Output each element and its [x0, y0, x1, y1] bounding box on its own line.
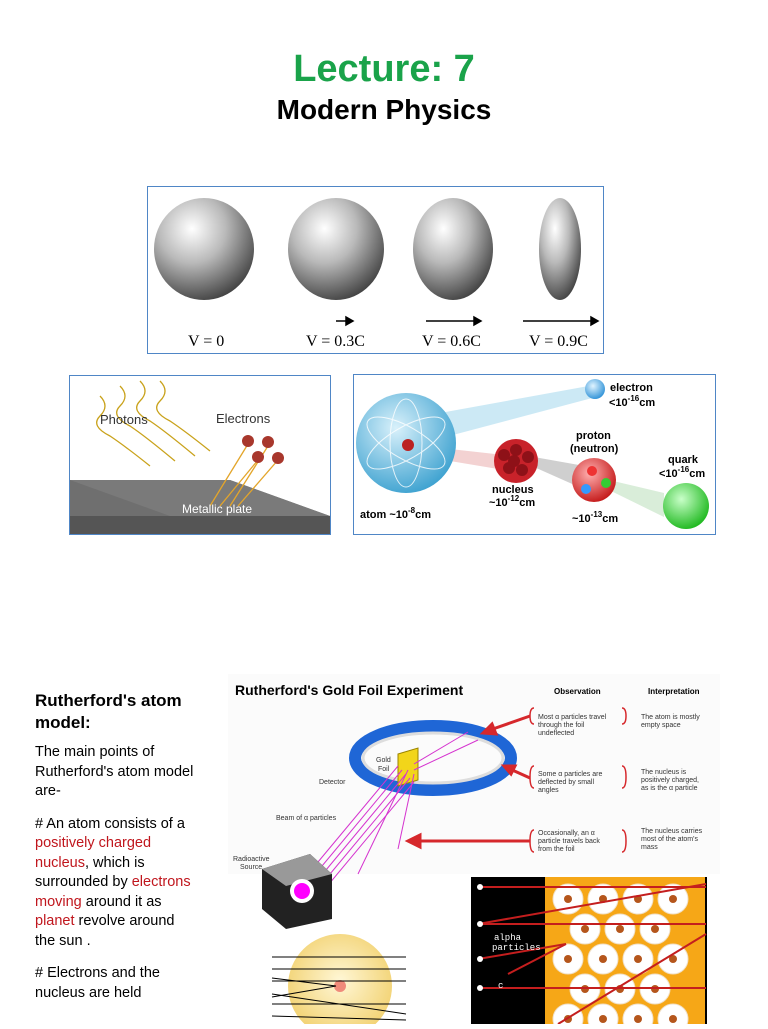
- source-label-1: Radioactive: [233, 856, 270, 863]
- gold-foil-figure: Rutherford's Gold Foil Experiment Observ…: [228, 674, 720, 1029]
- sphere-v09: [539, 198, 581, 300]
- atom-exp: -8: [408, 506, 416, 515]
- atom-size: atom ~10: [360, 509, 408, 521]
- proton-label: proton: [576, 430, 611, 442]
- rutherford-text: Rutherford's atom model: The main points…: [35, 690, 195, 1016]
- atom-unit: cm: [415, 509, 431, 521]
- svg-text:<10-16cm: <10-16cm: [659, 465, 705, 480]
- svg-text:~10-12cm: ~10-12cm: [489, 494, 535, 509]
- electron-label: electron: [610, 382, 653, 394]
- proton-size: ~10: [572, 513, 591, 525]
- electron-size: <10: [609, 397, 628, 409]
- proton-unit: cm: [602, 513, 618, 525]
- nucleus-label: nucleus: [492, 484, 534, 496]
- interpretation-header: Interpretation: [648, 687, 700, 696]
- velocity-label-4: V = 0.9C: [529, 333, 588, 350]
- nucleus-size: ~10: [489, 497, 508, 509]
- sphere-v06: [413, 198, 493, 300]
- photoelectric-figure: Photons Electrons Metallic plate: [69, 375, 331, 535]
- plate-label: Metallic plate: [182, 502, 252, 516]
- detector-label: Detector: [319, 779, 346, 786]
- electron-exp: -16: [628, 394, 640, 403]
- alpha-label: alpha: [494, 933, 522, 943]
- electrons-label: Electrons: [216, 411, 271, 426]
- photons-label: Photons: [100, 412, 148, 427]
- course-title: Modern Physics: [276, 94, 492, 125]
- velocity-label-1: V = 0: [188, 333, 224, 350]
- gold-foil-label-1: Gold: [376, 757, 391, 764]
- highlight-planet: planet: [35, 913, 75, 929]
- gold-foil-title: Rutherford's Gold Foil Experiment: [235, 682, 463, 698]
- svg-text:~10-13cm: ~10-13cm: [572, 510, 618, 525]
- electron-unit: cm: [639, 397, 655, 409]
- sphere-v03: [288, 198, 384, 300]
- proton-exp: -13: [591, 510, 603, 519]
- point-2: # Electrons and the nucleus are held: [35, 965, 160, 1001]
- quark-unit: cm: [689, 468, 705, 480]
- particles-label: particles: [492, 943, 541, 953]
- sphere-v0: [154, 198, 254, 300]
- section-heading: Rutherford's atom model:: [35, 691, 182, 732]
- length-contraction-figure: V = 0 V = 0.3C V = 0.6C V = 0.9C: [147, 186, 604, 354]
- neutron-label: (neutron): [570, 443, 619, 455]
- quark-label: quark: [668, 454, 699, 466]
- velocity-label-2: V = 0.3C: [306, 333, 365, 350]
- atom-scale-figure: electron <10-16cm proton (neutron) quark…: [353, 374, 716, 535]
- highlight-electrons: electrons moving: [35, 874, 191, 910]
- c-label: c: [498, 981, 503, 991]
- source-label-2: Source: [240, 864, 262, 871]
- point-1: # An atom consists of a positively charg…: [35, 815, 191, 949]
- quark-size: <10: [659, 468, 678, 480]
- quark-exp: -16: [678, 465, 690, 474]
- lecture-title: Lecture: 7: [293, 48, 475, 90]
- highlight-nucleus: positively charged nucleus: [35, 835, 152, 871]
- svg-text:<10-16cm: <10-16cm: [609, 394, 655, 409]
- gold-foil-label-2: Foil: [378, 766, 390, 773]
- velocity-label-3: V = 0.6C: [422, 333, 481, 350]
- observation-header: Observation: [554, 687, 601, 696]
- beam-label: Beam of α particles: [276, 815, 337, 822]
- intro-paragraph: The main points of Rutherford's atom mod…: [35, 744, 194, 799]
- svg-text:atom ~10-8cm: atom ~10-8cm: [360, 506, 431, 521]
- nucleus-unit: cm: [519, 497, 535, 509]
- nucleus-exp: -12: [508, 494, 520, 503]
